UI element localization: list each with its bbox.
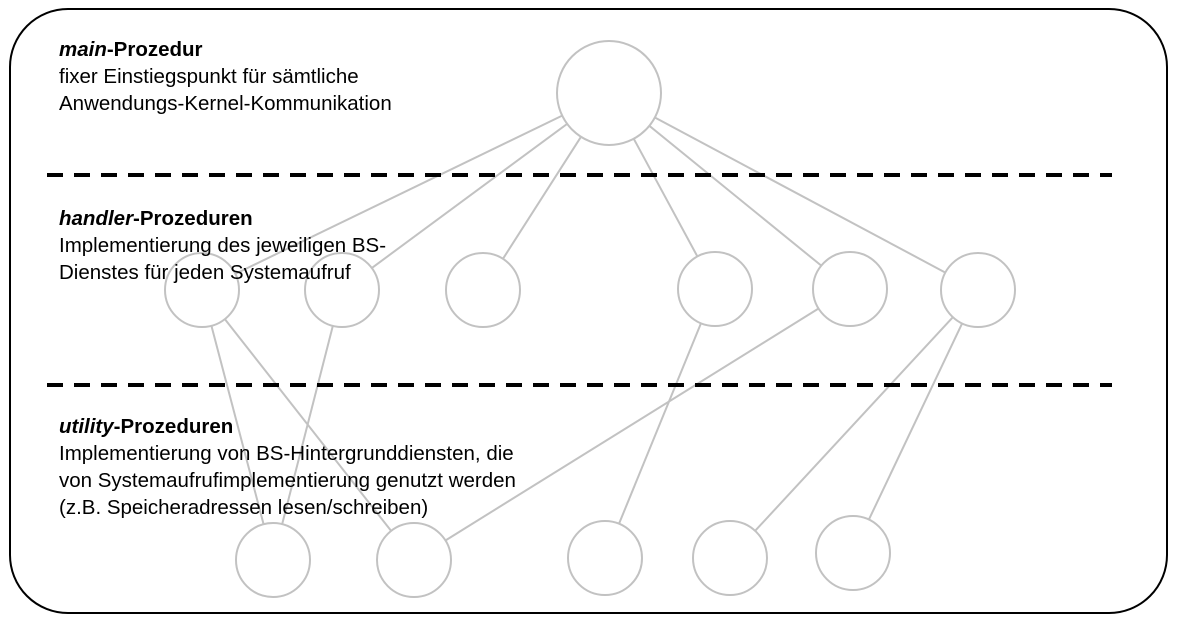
divider-layer [47,173,1112,387]
utility-section-text: utility-Prozeduren Implementierung von B… [59,413,516,521]
border-layer [9,8,1168,614]
utility-section-line-2: von Systemaufrufimplementierung genutzt … [59,469,516,492]
main-section-line-2: Anwendungs-Kernel-Kommunikation [59,92,392,115]
edge-main-h5 [648,125,822,267]
node-handler-1[interactable] [164,252,240,328]
node-utility-2[interactable] [376,522,452,598]
handler-section-text: handler-Prozeduren Implementierung des j… [59,205,386,286]
edge-h4-u3 [618,322,702,525]
node-handler-6[interactable] [940,252,1016,328]
main-section-text: main-Prozedur fixer Einstiegspunkt für s… [59,36,392,117]
handler-title-italic: handler [59,207,134,230]
edge-main-h1 [234,114,563,275]
edge-h5-u2 [444,307,820,542]
main-title-rest: -Prozedur [106,38,203,61]
edge-layer [210,114,964,542]
utility-title-rest: -Prozeduren [113,415,234,438]
rounded-rectangle-border [9,8,1168,614]
node-utility-1[interactable] [235,522,311,598]
edge-main-h2 [371,123,568,269]
edge-h6-u5 [867,322,964,521]
edge-h2-u1 [281,325,334,525]
utility-section-line-3: (z.B. Speicheradressen lesen/schreiben) [59,496,429,519]
handler-section-line-1: Implementierung des jeweiligen BS- [59,234,387,257]
node-layer [164,40,1016,598]
edge-main-h3 [502,136,582,260]
handler-section-line-2: Dienstes für jeden Systemaufruf [59,261,351,284]
node-handler-5[interactable] [812,251,888,327]
utility-section-line-1: Implementierung von BS-Hintergrunddienst… [59,442,514,465]
utility-title-italic: utility [59,415,114,438]
utility-section-title: utility-Prozeduren [59,413,516,440]
handler-section-title: handler-Prozeduren [59,205,386,232]
main-section-line-1: fixer Einstiegspunkt für sämtliche [59,65,359,88]
edge-h1-u1 [210,325,265,525]
edge-main-h4 [632,138,699,257]
main-title-italic: main [59,38,107,61]
handler-title-rest: -Prozeduren [133,207,253,230]
node-utility-3[interactable] [567,520,643,596]
node-main[interactable] [556,40,662,146]
node-handler-3[interactable] [445,252,521,328]
node-utility-4[interactable] [692,520,768,596]
main-section-title: main-Prozedur [59,36,392,63]
node-handler-2[interactable] [304,252,380,328]
edge-h6-u4 [754,316,954,532]
node-handler-4[interactable] [677,251,753,327]
node-utility-5[interactable] [815,515,891,591]
edge-main-h6 [654,116,946,274]
